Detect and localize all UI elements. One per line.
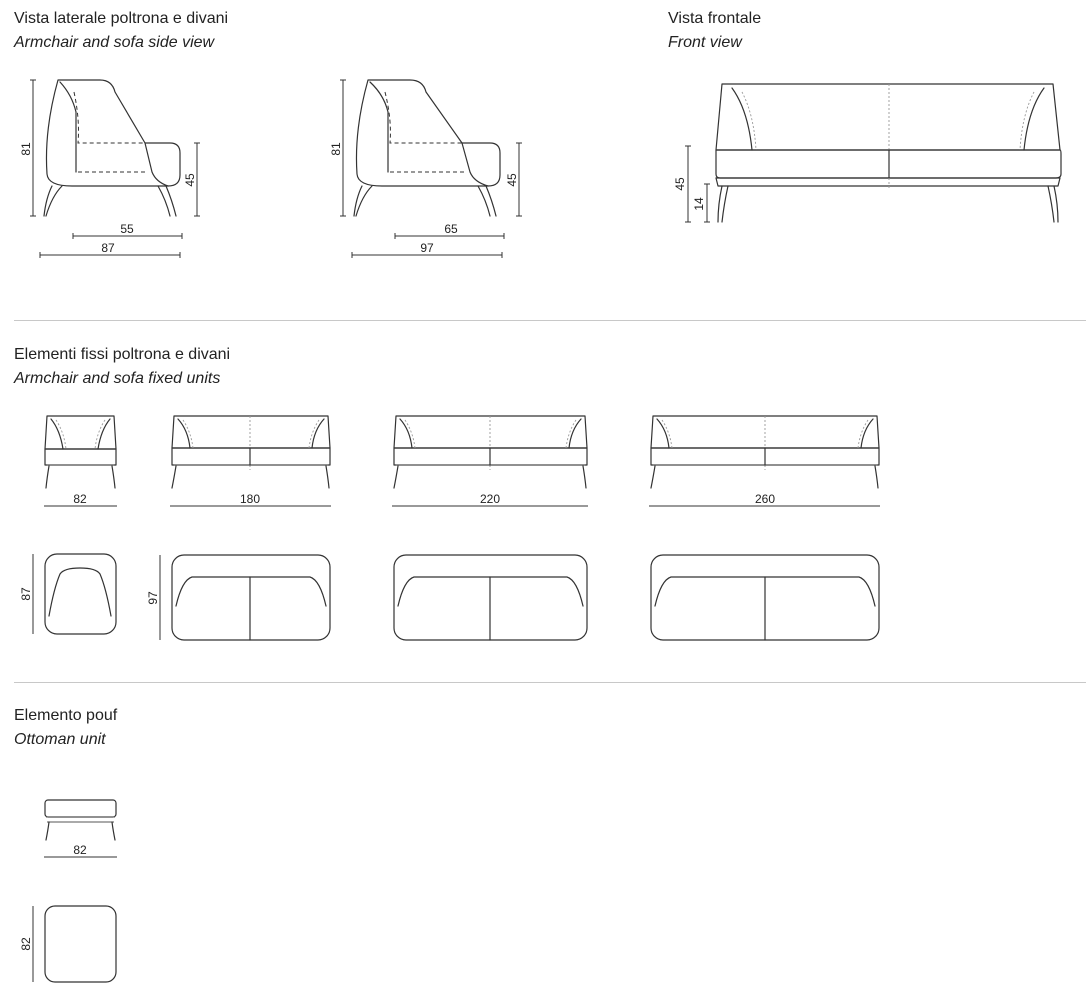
fixed-unit-sofa-220-plan: [393, 554, 588, 641]
dim-armchair-seat-height: 45: [183, 173, 197, 187]
dim-width-armchair: 82: [73, 492, 87, 506]
section-title: Elementi fissi poltrona e divani: [14, 346, 231, 363]
dim-width-260: 260: [755, 492, 775, 506]
dim-sofa-depth: 97: [420, 241, 434, 255]
fixed-unit-sofa-180-front: 180: [170, 415, 331, 507]
section-pouf-heading: Elemento pouf Ottoman unit: [14, 704, 117, 752]
dim-depth-armchair: 87: [19, 587, 33, 601]
dim-pouf-width: 82: [73, 843, 87, 857]
section-divider: [14, 682, 1086, 683]
dim-armchair-height: 81: [19, 142, 33, 156]
dim-depth-sofa: 97: [146, 591, 160, 605]
section-title: Elemento pouf: [14, 707, 118, 724]
dim-width-220: 220: [480, 492, 500, 506]
dim-armchair-seat-depth: 55: [120, 222, 134, 236]
dim-armchair-depth: 87: [101, 241, 115, 255]
fixed-unit-armchair-plan: 87: [19, 553, 117, 635]
section-subtitle: Armchair and sofa fixed units: [14, 370, 221, 387]
section-subtitle: Front view: [668, 34, 742, 51]
fixed-unit-sofa-260-plan: [650, 554, 880, 641]
section-fixed-units-heading: Elementi fissi poltrona e divani Armchai…: [14, 343, 230, 391]
dim-sofa-seat-height: 45: [505, 173, 519, 187]
dim-front-seat-height: 45: [673, 177, 687, 191]
section-front-view-heading: Vista frontale Front view: [668, 7, 761, 55]
fixed-unit-armchair-front: 82: [44, 415, 117, 507]
dim-sofa-height: 81: [329, 142, 343, 156]
section-divider: [14, 320, 1086, 321]
sofa-front-view: 45 14: [673, 83, 1062, 223]
section-subtitle: Ottoman unit: [14, 731, 106, 748]
fixed-unit-sofa-260-front: 260: [649, 415, 880, 507]
section-subtitle: Armchair and sofa side view: [14, 34, 215, 51]
fixed-unit-sofa-220-front: 220: [392, 415, 588, 507]
section-title: Vista frontale: [668, 10, 762, 27]
dim-pouf-depth: 82: [19, 937, 33, 951]
dim-sofa-seat-depth: 65: [444, 222, 458, 236]
dim-width-180: 180: [240, 492, 260, 506]
armchair-side-view: 81 45 55 87: [19, 79, 200, 258]
pouf-plan-view: 82: [19, 905, 117, 983]
section-title: Vista laterale poltrona e divani: [14, 10, 229, 27]
sofa-side-view: 81 45 65 97: [329, 79, 522, 258]
fixed-unit-sofa-180-plan: 97: [146, 554, 331, 641]
dim-front-leg-height: 14: [692, 197, 706, 211]
section-side-view-heading: Vista laterale poltrona e divani Armchai…: [14, 7, 228, 55]
pouf-front-view: 82: [44, 799, 117, 858]
